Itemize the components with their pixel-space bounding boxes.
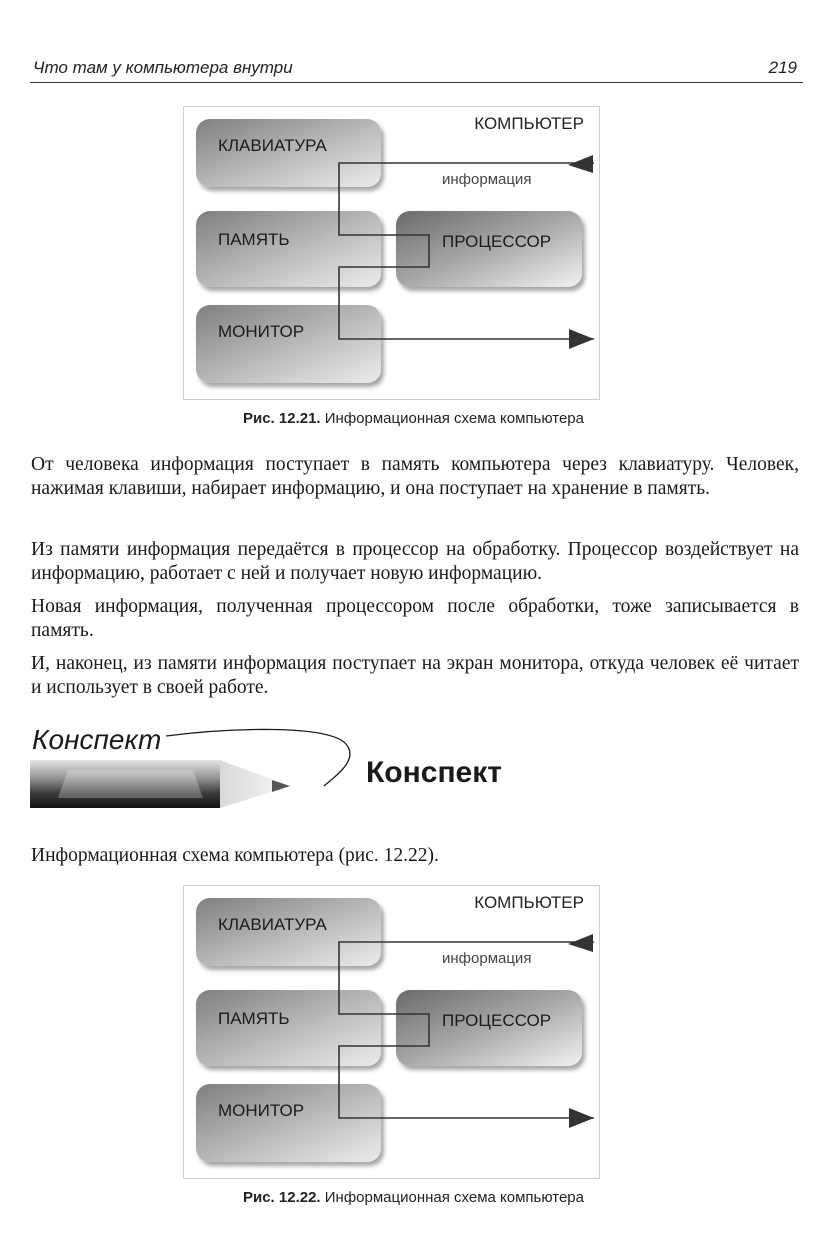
memory-label: ПАМЯТЬ — [218, 230, 290, 249]
monitor-block — [196, 305, 381, 383]
section-heading: Конспект — [366, 756, 502, 789]
monitor-block — [196, 1084, 381, 1162]
memory-block — [196, 990, 381, 1066]
handwriting-loop — [165, 728, 351, 787]
monitor-label: МОНИТОР — [218, 322, 304, 341]
caption-number: Рис. 12.22. — [242, 1189, 321, 1206]
header-rule — [30, 82, 803, 83]
konspekt-pencil-illustration: Конспект — [28, 716, 368, 821]
keyboard-label: КЛАВИАТУРА — [218, 915, 327, 934]
monitor-label: МОНИТОР — [218, 1101, 304, 1120]
info-label: информация — [442, 950, 531, 967]
keyboard-block — [196, 119, 381, 187]
paragraph: Из памяти информация передаётся в процес… — [31, 539, 799, 584]
handwritten-konspekt: Конспект — [32, 724, 161, 755]
pencil-tip — [272, 780, 290, 792]
keyboard-label: КЛАВИАТУРА — [218, 136, 327, 155]
konspekt-text: Информационная схема компьютера (рис. 12… — [31, 845, 439, 866]
output-arrow — [569, 1108, 594, 1128]
paragraph: От человека информация поступает в памят… — [31, 454, 799, 499]
processor-block — [396, 990, 582, 1066]
input-arrow — [568, 934, 593, 952]
input-line — [338, 162, 594, 340]
input-line — [338, 941, 594, 1119]
pencil-body — [30, 760, 220, 808]
caption-text: Информационная схема компьютера — [324, 1189, 584, 1206]
caption-number: Рис. 12.21. — [242, 410, 321, 427]
figure-12-21: КОМПЬЮТЕР информация КЛАВИАТУРА ПАМЯТЬ П… — [183, 106, 600, 400]
paragraph: Новая информация, полученная процессором… — [31, 596, 799, 641]
info-label: информация — [442, 171, 531, 188]
processor-label: ПРОЦЕССОР — [442, 232, 551, 251]
memory-label: ПАМЯТЬ — [218, 1009, 290, 1028]
figure-caption: Рис. 12.22. Информационная схема компьют… — [0, 1189, 827, 1206]
computer-info-diagram: КОМПЬЮТЕР информация КЛАВИАТУРА ПАМЯТЬ П… — [196, 114, 594, 383]
memory-block — [196, 211, 381, 287]
caption-text: Информационная схема компьютера — [324, 410, 584, 427]
page-number: 219 — [768, 58, 797, 77]
output-arrow — [569, 329, 594, 349]
processor-label: ПРОЦЕССОР — [442, 1011, 551, 1030]
computer-label: КОМПЬЮТЕР — [474, 893, 584, 912]
input-arrow — [568, 155, 593, 173]
computer-label: КОМПЬЮТЕР — [474, 114, 584, 133]
computer-info-diagram: КОМПЬЮТЕР информация КЛАВИАТУРА ПАМЯТЬ П… — [196, 893, 594, 1162]
paragraph: И, наконец, из памяти информация поступа… — [31, 653, 799, 698]
processor-block — [396, 211, 582, 287]
pencil-wood — [220, 760, 290, 808]
running-title: Что там у компьютера внутри — [33, 58, 293, 77]
keyboard-block — [196, 898, 381, 966]
figure-caption: Рис. 12.21. Информационная схема компьют… — [0, 410, 827, 427]
figure-12-22: КОМПЬЮТЕР информация КЛАВИАТУРА ПАМЯТЬ П… — [183, 885, 600, 1179]
